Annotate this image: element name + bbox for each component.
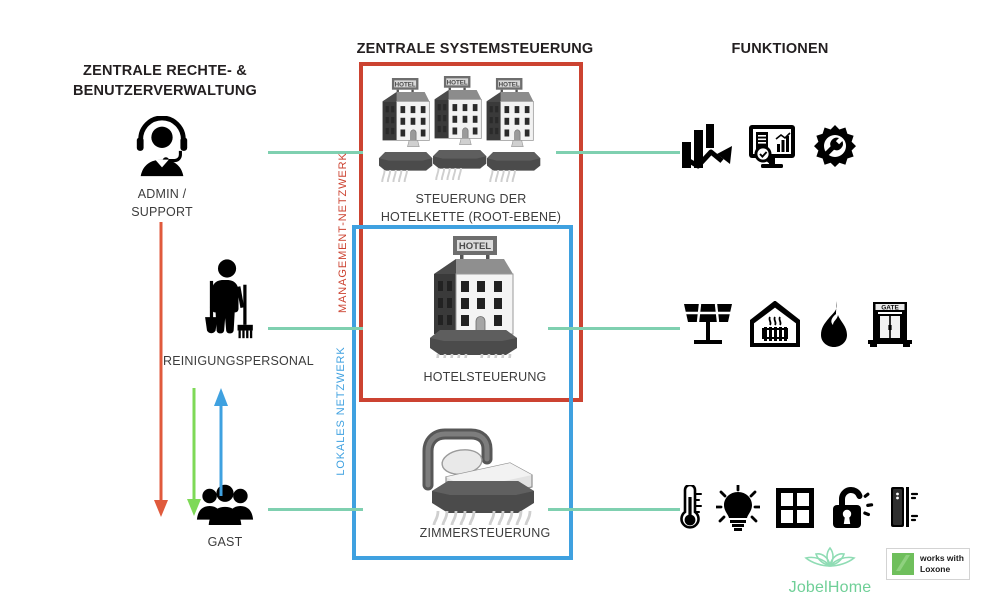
- label-admin-support: ADMIN / SUPPORT: [102, 185, 222, 221]
- gear-wrench-maintenance-icon: [814, 125, 856, 167]
- solar-panel-icon: [683, 303, 733, 344]
- heading-central-system-control: ZENTRALE SYSTEMSTEUERUNG: [356, 41, 594, 57]
- label-room-control: ZIMMERSTEUERUNG: [390, 524, 580, 542]
- flame-gas-icon: [821, 301, 847, 347]
- label-cleaning-staff: REINIGUNGSPERSONAL: [163, 352, 314, 370]
- label-room-line1: ZIMMERSTEUERUNG: [419, 526, 551, 540]
- unlocked-padlock-icon: [833, 486, 874, 528]
- label-admin-line1: ADMIN /: [137, 187, 187, 201]
- label-guest-line1: GAST: [207, 535, 243, 549]
- loxone-green-swatch-icon: [892, 553, 914, 575]
- three-hotel-buildings-chip-icon: HOTEL: [379, 75, 541, 183]
- group-of-guests-icon: [196, 484, 254, 526]
- connector-chain-to-functions-right: [556, 151, 680, 154]
- loxone-badge-line2: Loxone: [920, 564, 951, 574]
- light-bulb-icon: [716, 485, 760, 531]
- label-admin-line2: SUPPORT: [131, 205, 193, 220]
- management-network-box: [359, 62, 583, 402]
- label-hotel-control: HOTELSTEUERUNG: [390, 368, 580, 386]
- growth-analytics-chart-icon: [682, 124, 732, 169]
- monitoring-dashboard-icon: [749, 125, 795, 168]
- svg-text:GATE: GATE: [881, 305, 899, 312]
- connector-cleaning-to-hotel-left: [268, 327, 363, 330]
- svg-text:HOTEL: HOTEL: [459, 241, 491, 252]
- arrow-admin-to-guest: [154, 222, 168, 517]
- function-row-room: [674, 485, 918, 531]
- works-with-loxone-badge: works with Loxone: [886, 548, 970, 580]
- label-chain-line2: HOTELKETTE (ROOT-EBENE): [380, 210, 562, 225]
- label-hotel-line1: HOTELSTEUERUNG: [423, 370, 547, 384]
- arrow-cleaning-to-guest: [187, 388, 201, 516]
- connector-room-to-functions-right: [548, 508, 680, 511]
- label-cleaning-line1: REINIGUNGSPERSONAL: [163, 354, 314, 368]
- label-guest: GAST: [175, 533, 275, 551]
- heading-rights-user-management: ZENTRALE RECHTE- & BENUTZERVERWALTUNG: [40, 62, 290, 101]
- management-network-label: MANAGEMENT-NETZWERK: [337, 152, 349, 313]
- local-network-label: LOKALES NETZWERK: [335, 346, 347, 476]
- window-icon: [776, 488, 814, 528]
- heading-left-line1: ZENTRALE RECHTE- &: [83, 63, 247, 79]
- jobelhome-logo: JobelHome: [780, 545, 880, 597]
- door-sensor-icon: [891, 487, 918, 527]
- single-hotel-building-chip-icon: HOTEL: [430, 236, 517, 358]
- headset-support-person-icon: [136, 116, 188, 177]
- function-row-building: GATE: [681, 301, 913, 347]
- cleaning-staff-person-icon: [205, 259, 253, 339]
- function-row-management: [681, 124, 859, 170]
- thermometer-icon: [680, 485, 702, 529]
- connector-hotel-to-functions-right: [548, 327, 680, 330]
- loxone-badge-line1: works with: [920, 553, 964, 564]
- jobelhome-wordmark: JobelHome: [788, 579, 872, 596]
- heading-functions: FUNKTIONEN: [731, 41, 829, 57]
- local-network-box: [352, 225, 573, 560]
- label-chain-line1: STEUERUNG DER: [415, 192, 527, 206]
- leaf-lotus-icon: [804, 546, 856, 567]
- house-heating-radiator-icon: [750, 301, 800, 347]
- connector-guest-to-room-left: [268, 508, 363, 511]
- label-hotel-chain-control: STEUERUNG DER HOTELKETTE (ROOT-EBENE): [371, 190, 571, 226]
- gate-entrance-icon: GATE: [868, 302, 912, 347]
- bed-chip-icon: [422, 428, 534, 525]
- connector-admin-to-chain-left: [268, 151, 363, 154]
- heading-left-line2: BENUTZERVERWALTUNG: [72, 82, 258, 99]
- arrow-guest-upward: [214, 388, 228, 496]
